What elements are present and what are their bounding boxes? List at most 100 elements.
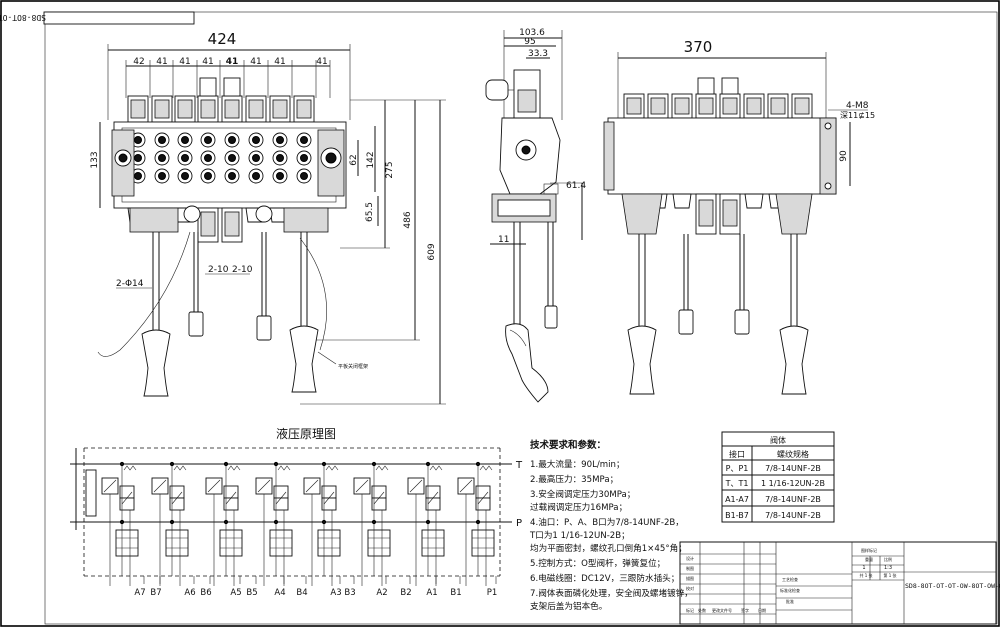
solenoid-coil	[177, 99, 193, 119]
tech-title: 技术要求和参数：	[530, 439, 606, 451]
schematic-port-label: B1	[450, 588, 461, 598]
schematic-port-label: B7	[150, 588, 161, 598]
relief-arrow	[153, 479, 167, 493]
spring-symbol	[227, 465, 241, 471]
wire	[97, 231, 191, 357]
port-hole	[252, 136, 260, 144]
solenoid-lower-coil	[224, 211, 240, 237]
port-hole	[204, 172, 212, 180]
solenoid-lower-coil	[200, 211, 216, 237]
schematic-port-label: A3	[330, 588, 341, 598]
port-hole	[158, 172, 166, 180]
dim-overall-width-back: 370	[684, 38, 713, 56]
back-solenoid-extra	[721, 77, 739, 95]
junction-dot	[371, 519, 377, 525]
tech-line-6: T口为1 1/16-12UN-2B；	[529, 529, 630, 541]
dim-33-3: 33.3	[528, 49, 548, 59]
junction-dot	[371, 461, 377, 467]
side-view: 103.6 95 33.3 61.4 11	[485, 28, 586, 403]
dim-section-8: 41	[316, 57, 327, 67]
spring-symbol	[325, 465, 339, 471]
drawing-number-bottom: SD8-8OT-OT-OT-OW-8OT-OW-OT	[905, 582, 1000, 590]
junction-dot	[169, 519, 175, 525]
pivot-right	[255, 205, 273, 223]
relief-arrow	[409, 479, 423, 493]
solenoid-coil	[130, 99, 146, 119]
relief-arrow	[355, 479, 369, 493]
tech-line-2: 2.最高压力：35MPa；	[530, 473, 618, 485]
directional-box	[269, 529, 293, 557]
tb-trace: 描图	[686, 575, 694, 581]
spool-arrow	[427, 491, 439, 505]
tech-line-5: 4.油口：P、A、B口为7/8-14UNF-2B，	[530, 516, 684, 528]
port-hole	[134, 136, 142, 144]
junction-dot	[273, 461, 279, 467]
directional-box	[421, 529, 445, 557]
relief-arrow	[459, 479, 473, 493]
dim-62: 62	[349, 154, 359, 165]
schematic-port-label: A7	[134, 588, 145, 598]
port-table-header-port: 接口	[729, 449, 745, 459]
port-t-label: T	[515, 460, 523, 471]
port-hole	[204, 154, 212, 162]
dim-103-6: 103.6	[519, 28, 545, 38]
port-table: 阀体 接口 螺纹规格 P、P1 7/8-14UNF-2B T、T1 1 1/16…	[721, 431, 835, 523]
dim-height-486: 486	[403, 211, 413, 228]
callout-2-10-b: 2-10	[232, 265, 253, 275]
dim-61-4: 61.4	[566, 181, 586, 191]
back-boot	[744, 193, 764, 209]
port-hole	[276, 136, 284, 144]
tb-change-doc: 更改文件号	[712, 607, 732, 613]
solenoid-coil	[296, 99, 312, 119]
schematic-port-label: A1	[426, 588, 437, 598]
back-solenoid-coil	[674, 97, 690, 115]
junction-dot	[475, 461, 481, 467]
back-solenoid-coil	[650, 97, 666, 115]
schematic-port-label: A6	[184, 588, 195, 598]
port-hole	[134, 154, 142, 162]
back-solenoid-coil	[746, 97, 762, 115]
directional-box	[471, 529, 495, 557]
tech-line-3: 3.安全阀调定压力30MPa；	[530, 488, 635, 500]
dim-section-2: 41	[156, 57, 167, 67]
port-row-3-thread: 7/8-14UNF-2B	[765, 495, 821, 504]
solenoid-coil	[272, 99, 288, 119]
schematic-port-label: B4	[296, 588, 307, 598]
main-relief	[85, 469, 97, 517]
port-hole	[252, 154, 260, 162]
back-boot	[672, 193, 692, 209]
port-hole	[276, 154, 284, 162]
spring-symbol	[277, 465, 291, 471]
spring-symbol	[173, 465, 187, 471]
back-solenoid-extra	[697, 77, 715, 95]
drawing-number-top: SD8-8OT-OT-OT-OW-8OT-OW-OT	[0, 13, 46, 22]
left-lever-base	[129, 207, 179, 233]
port-hole	[276, 172, 284, 180]
junction-dot	[223, 519, 229, 525]
tb-ratio: 比例	[884, 556, 892, 562]
back-left-mount	[621, 193, 663, 235]
port-row-4-thread: 7/8-14UNF-2B	[765, 511, 821, 520]
dim-section-6: 41	[250, 57, 261, 67]
port-hole	[181, 154, 189, 162]
junction-dot	[119, 519, 125, 525]
spool-arrow	[323, 491, 335, 505]
dim-height-275: 275	[385, 161, 395, 178]
dim-142: 142	[366, 151, 376, 168]
back-solenoid-coil	[794, 97, 810, 115]
bolt-depth: 深11⊈15	[840, 111, 875, 120]
title-block: 图样标记 重量 比例 1 1:3 共 1 张 第 1 张 工艺检查 标准化检查 …	[679, 541, 1000, 625]
port-row-4-port: B1-B7	[725, 511, 749, 520]
port-hole	[300, 154, 308, 162]
port-table-title: 阀体	[770, 435, 786, 445]
spring-symbol	[123, 465, 137, 471]
inner-frame	[44, 11, 998, 625]
tb-sign: 签字	[741, 607, 749, 613]
junction-dot	[169, 461, 175, 467]
front-view: 424 42 41 41 41 41 41 41 41	[90, 30, 446, 405]
port-hole	[228, 154, 236, 162]
directional-box	[317, 529, 341, 557]
solenoid-coil	[224, 99, 240, 119]
tech-requirements: 技术要求和参数： 1.最大流量：90L/min； 2.最高压力：35MPa； 3…	[529, 439, 693, 612]
